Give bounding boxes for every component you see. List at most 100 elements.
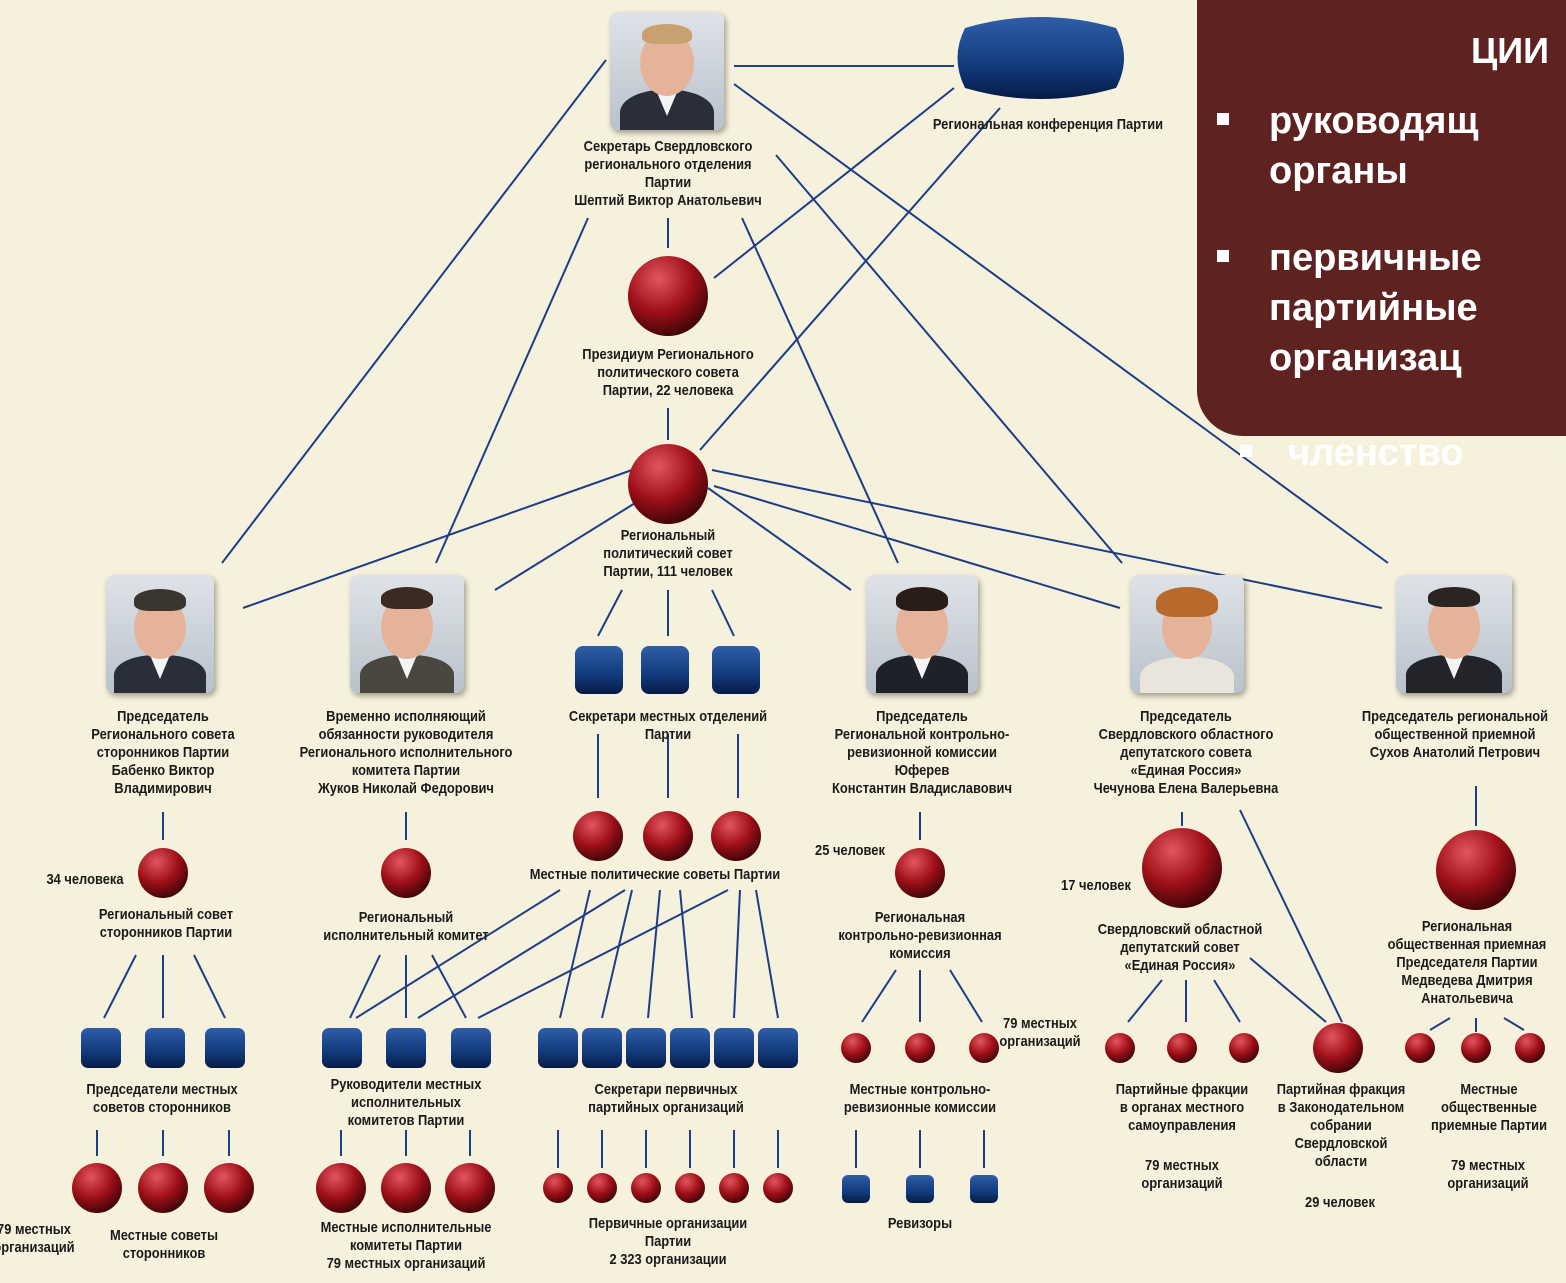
executive-committee-label: Региональный исполнительный комитет xyxy=(323,909,489,944)
primary-organization-node xyxy=(543,1173,573,1203)
primary-secretary-node xyxy=(714,1028,754,1068)
local-secretary-nodes xyxy=(575,646,760,694)
primary-organization-nodes xyxy=(543,1173,793,1203)
deputies-chair-label: Председатель Свердловского областного де… xyxy=(1093,708,1279,797)
connector-lines xyxy=(96,59,1525,1168)
reception-chair-label: Председатель региональной общественной п… xyxy=(1361,708,1549,761)
local-executive-committee-node xyxy=(445,1163,495,1213)
local-supporter-council-node xyxy=(72,1163,122,1213)
overlay-item-text: руководящ органы xyxy=(1269,100,1479,192)
executive-committee-node xyxy=(381,848,431,898)
auditor-node xyxy=(970,1175,998,1203)
local-secretaries-label: Секретари местных отделений Партии xyxy=(568,708,768,743)
overlay-item-primary-orgs: первичные партийные организац xyxy=(1217,233,1482,383)
audit-chair-label: Председатель Региональной контрольно- ре… xyxy=(832,708,1012,797)
factions-count: 79 местных организаций xyxy=(1141,1157,1223,1192)
primary-organization-node xyxy=(763,1173,793,1203)
public-reception-node xyxy=(1436,830,1516,910)
overlay-hidden-item: членство xyxy=(1240,432,1464,475)
local-reception-node xyxy=(1461,1033,1491,1063)
audit-commission-label: Региональная контрольно-ревизионная коми… xyxy=(838,909,1002,962)
overlay-item-text: первичные партийные организац xyxy=(1269,237,1482,379)
auditor-node xyxy=(906,1175,934,1203)
local-executive-committee-nodes xyxy=(316,1163,495,1213)
faction-node xyxy=(1167,1033,1197,1063)
local-executive-committees-label: Местные исполнительные комитеты Партии 7… xyxy=(320,1219,492,1272)
primary-secretary-node xyxy=(538,1028,578,1068)
bullet-icon xyxy=(1217,112,1229,125)
overlay-title: ЦИИ xyxy=(1471,30,1550,71)
executive-leader-nodes xyxy=(322,1028,491,1068)
local-receptions-count: 79 местных организаций xyxy=(1447,1157,1529,1192)
primary-secretaries-label: Секретари первичных партийных организаци… xyxy=(588,1081,744,1116)
reception-chair-photo xyxy=(1396,575,1512,693)
public-reception-label: Региональная общественная приемная Предс… xyxy=(1387,918,1547,1007)
executive-leader-node xyxy=(451,1028,491,1068)
political-council-label: Региональный политический совет Партии, … xyxy=(603,527,733,580)
secretary-photo xyxy=(610,12,724,130)
presidium-node xyxy=(628,256,708,336)
primary-secretary-node xyxy=(670,1028,710,1068)
deputies-council-label: Свердловский областной депутатский совет… xyxy=(1097,921,1263,974)
audit-commission-node xyxy=(895,848,945,898)
supporters-council-label: Региональный совет сторонников Партии xyxy=(98,906,234,941)
presidium-label: Президиум Регионального политического со… xyxy=(582,346,754,399)
supporters-leaders-label: Председатели местных советов сторонников xyxy=(86,1081,238,1116)
auditor-nodes xyxy=(842,1175,998,1203)
local-executive-committee-node xyxy=(316,1163,366,1213)
primary-secretary-nodes xyxy=(538,1028,798,1068)
local-audit-node xyxy=(905,1033,935,1063)
supporters-leader-node xyxy=(145,1028,185,1068)
legislative-faction-label: Партийная фракция в Законодательном собр… xyxy=(1276,1081,1406,1170)
bullet-icon xyxy=(1240,444,1252,457)
local-council-node xyxy=(573,811,623,861)
supporters-leader-node xyxy=(81,1028,121,1068)
supporters-council-node xyxy=(138,848,188,898)
conference-node xyxy=(957,17,1124,99)
local-audit-label: Местные контрольно- ревизионные комиссии xyxy=(843,1081,997,1116)
primary-secretary-node xyxy=(758,1028,798,1068)
overlay-item-membership: членство xyxy=(1288,432,1464,474)
overlay-item-governing-bodies: руководящ органы xyxy=(1217,96,1479,196)
supporters-chair-label: Председатель Регионального совета сторон… xyxy=(91,708,235,797)
supporters-chair-photo xyxy=(106,575,214,693)
local-councils-label: Местные политические советы Партии xyxy=(529,866,781,883)
primary-organization-node xyxy=(675,1173,705,1203)
executive-chair-label: Временно исполняющий обязанности руковод… xyxy=(299,708,513,797)
legislative-faction-node xyxy=(1313,1023,1363,1073)
auditor-node xyxy=(842,1175,870,1203)
local-executive-committee-node xyxy=(381,1163,431,1213)
local-reception-node xyxy=(1515,1033,1545,1063)
primary-secretary-node xyxy=(582,1028,622,1068)
faction-node xyxy=(1105,1033,1135,1063)
deputies-council-node xyxy=(1142,828,1222,908)
supporters-leader-node xyxy=(205,1028,245,1068)
local-secretary-node xyxy=(641,646,689,694)
audit-local-count: 79 местных организаций xyxy=(999,1015,1081,1050)
factions-label: Партийные фракции в органах местного сам… xyxy=(1115,1081,1249,1134)
slide-overlay-panel: ЦИИ руководящ органы первичные партийные… xyxy=(1197,0,1566,436)
local-secretary-node xyxy=(712,646,760,694)
supporters-count: 34 человека xyxy=(46,871,124,888)
bullet-icon xyxy=(1217,249,1229,262)
local-council-nodes xyxy=(573,811,761,861)
faction-nodes xyxy=(1105,1033,1259,1063)
audit-chair-photo xyxy=(866,575,978,693)
executive-leaders-label: Руководители местных исполнительных коми… xyxy=(330,1076,482,1129)
local-supporter-council-node xyxy=(204,1163,254,1213)
local-reception-node xyxy=(1405,1033,1435,1063)
primary-organizations-label: Первичные организации Партии 2 323 орган… xyxy=(588,1215,748,1268)
executive-leader-node xyxy=(386,1028,426,1068)
supporters-leader-nodes xyxy=(81,1028,245,1068)
auditors-label: Ревизоры xyxy=(887,1215,953,1232)
audit-count: 25 человек xyxy=(815,842,885,859)
local-council-node xyxy=(711,811,761,861)
local-supporter-council-nodes xyxy=(72,1163,254,1213)
executive-chair-photo xyxy=(350,575,464,693)
primary-organization-node xyxy=(631,1173,661,1203)
local-receptions-label: Местные общественные приемные Партии xyxy=(1430,1081,1548,1134)
local-council-node xyxy=(643,811,693,861)
local-audit-nodes xyxy=(841,1033,999,1063)
primary-organization-node xyxy=(719,1173,749,1203)
